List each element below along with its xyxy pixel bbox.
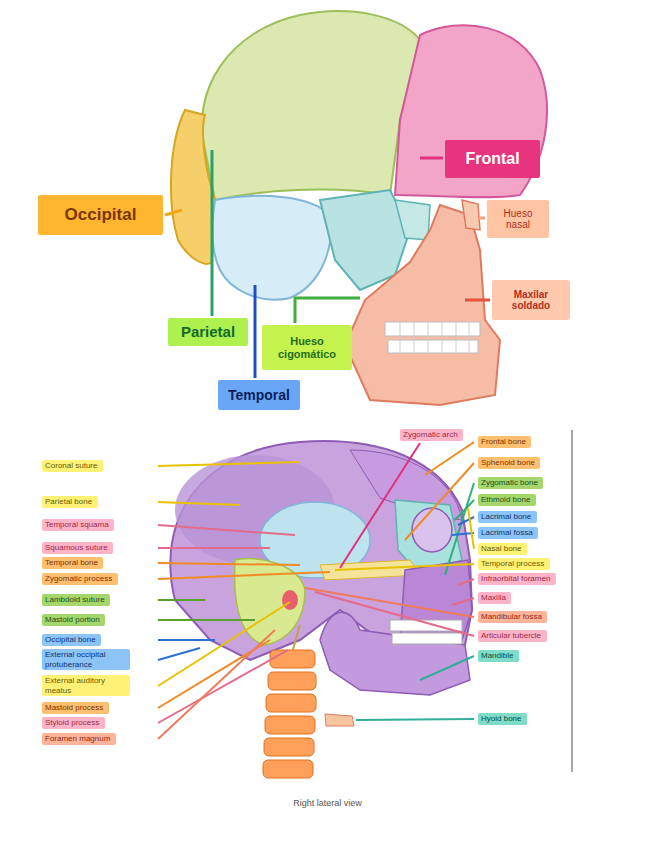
label-text: Nasal bone bbox=[481, 544, 521, 553]
lower-teeth bbox=[392, 633, 462, 644]
label-tag: Hueso nasal bbox=[487, 200, 549, 238]
label-tag: Infraorbital foramen bbox=[478, 573, 556, 585]
label-tag: Zygomatic arch bbox=[400, 429, 463, 441]
label-tag: Styloid process bbox=[42, 717, 105, 729]
label-tag: Maxilla bbox=[478, 592, 511, 604]
label-tag: Articular tubercle bbox=[478, 630, 547, 642]
label-text: Zygomatic bone bbox=[481, 478, 538, 487]
label-tag: Zygomatic process bbox=[42, 573, 118, 585]
label-text: External occipital protuberance bbox=[45, 650, 125, 668]
label-tag: External auditory meatus bbox=[42, 675, 130, 696]
leader-lines-top bbox=[165, 150, 490, 378]
label-text: Foramen magnum bbox=[45, 734, 110, 743]
label-tag: Maxilar soldado bbox=[492, 280, 570, 320]
label-tag: Mastoid process bbox=[42, 702, 109, 714]
label-tag: Temporal bbox=[218, 380, 300, 410]
parietal-bone bbox=[202, 11, 420, 200]
label-text: Maxilla bbox=[481, 593, 506, 602]
label-text: Coronal suture bbox=[45, 461, 97, 470]
label-text: Hueso cigomático bbox=[267, 335, 347, 360]
label-text: Infraorbital foramen bbox=[481, 574, 550, 583]
hyoid bbox=[325, 714, 354, 726]
label-text: Temporal bbox=[228, 387, 290, 403]
label-text: Ethmoid bone bbox=[481, 495, 530, 504]
label-text: Frontal bbox=[465, 150, 519, 168]
label-text: Zygomatic arch bbox=[403, 430, 458, 439]
label-text: Temporal bone bbox=[45, 558, 98, 567]
label-tag: Sphenoid bone bbox=[478, 457, 540, 469]
frame-line bbox=[571, 430, 573, 772]
label-text: Zygomatic process bbox=[45, 574, 112, 583]
ethmoid-bone bbox=[395, 200, 430, 240]
maxilla-mandible bbox=[345, 205, 500, 405]
tooth-gaps bbox=[400, 322, 469, 353]
label-tag: Parietal bone bbox=[42, 496, 98, 508]
label-tag: Foramen magnum bbox=[42, 733, 116, 745]
label-text: Mandibular fossa bbox=[481, 612, 542, 621]
label-text: Hueso nasal bbox=[492, 208, 544, 231]
label-text: Parietal bone bbox=[45, 497, 92, 506]
nasal-bone bbox=[462, 200, 480, 230]
label-tag: Temporal squama bbox=[42, 519, 114, 531]
label-tag: External occipital protuberance bbox=[42, 649, 130, 670]
upper-teeth bbox=[385, 322, 480, 336]
label-text: Lacrimal fossa bbox=[481, 528, 533, 537]
label-text: Mandible bbox=[481, 651, 513, 660]
label-text: Frontal bone bbox=[481, 437, 526, 446]
label-text: Temporal process bbox=[481, 559, 544, 568]
leader-lines-bottom bbox=[158, 442, 474, 739]
label-tag: Mastoid portion bbox=[42, 614, 105, 626]
label-text: Lacrimal bone bbox=[481, 512, 531, 521]
label-text: Mastoid process bbox=[45, 703, 103, 712]
frontal-bone bbox=[395, 25, 547, 197]
label-text: Mastoid portion bbox=[45, 615, 100, 624]
figure-caption: Right lateral view bbox=[0, 798, 655, 808]
label-tag: Nasal bone bbox=[478, 543, 527, 555]
label-text: Occipital bone bbox=[45, 635, 96, 644]
label-text: Lambdoid suture bbox=[45, 595, 105, 604]
label-text: Parietal bbox=[181, 323, 235, 340]
label-text: Articular tubercle bbox=[481, 631, 541, 640]
label-text: Hyoid bone bbox=[481, 714, 521, 723]
label-tag: Occipital bbox=[38, 195, 163, 235]
label-tag: Frontal bone bbox=[478, 436, 531, 448]
label-tag: Parietal bbox=[168, 318, 248, 346]
label-text: Maxilar soldado bbox=[497, 289, 565, 312]
label-text: Occipital bbox=[65, 205, 137, 225]
label-tag: Occipital bone bbox=[42, 634, 101, 646]
label-tag: Hyoid bone bbox=[478, 713, 527, 725]
label-tag: Frontal bbox=[445, 140, 540, 178]
label-text: Temporal squama bbox=[45, 520, 109, 529]
label-tag: Hueso cigomático bbox=[262, 325, 352, 370]
label-tag: Ethmoid bone bbox=[478, 494, 536, 506]
auditory-meatus bbox=[282, 590, 298, 610]
label-tag: Mandible bbox=[478, 650, 519, 662]
label-text: Squamous suture bbox=[45, 543, 108, 552]
label-tag: Temporal bone bbox=[42, 557, 103, 569]
label-tag: Coronal suture bbox=[42, 460, 103, 472]
mandible bbox=[320, 612, 470, 695]
temporal-bone bbox=[213, 196, 331, 300]
label-tag: Zygomatic bone bbox=[478, 477, 543, 489]
label-tag: Squamous suture bbox=[42, 542, 113, 554]
cervical-spine bbox=[263, 650, 316, 778]
orbit bbox=[412, 508, 452, 552]
label-text: External auditory meatus bbox=[45, 676, 125, 694]
mastoid-region bbox=[235, 559, 305, 645]
label-tag: Lacrimal bone bbox=[478, 511, 537, 523]
label-text: Styloid process bbox=[45, 718, 99, 727]
label-tag: Lambdoid suture bbox=[42, 594, 110, 606]
lower-teeth bbox=[388, 340, 478, 353]
label-tag: Mandibular fossa bbox=[478, 611, 547, 623]
label-text: Sphenoid bone bbox=[481, 458, 535, 467]
occipital-bone bbox=[171, 110, 215, 264]
label-tag: Lacrimal fossa bbox=[478, 527, 538, 539]
label-tag: Temporal process bbox=[478, 558, 550, 570]
